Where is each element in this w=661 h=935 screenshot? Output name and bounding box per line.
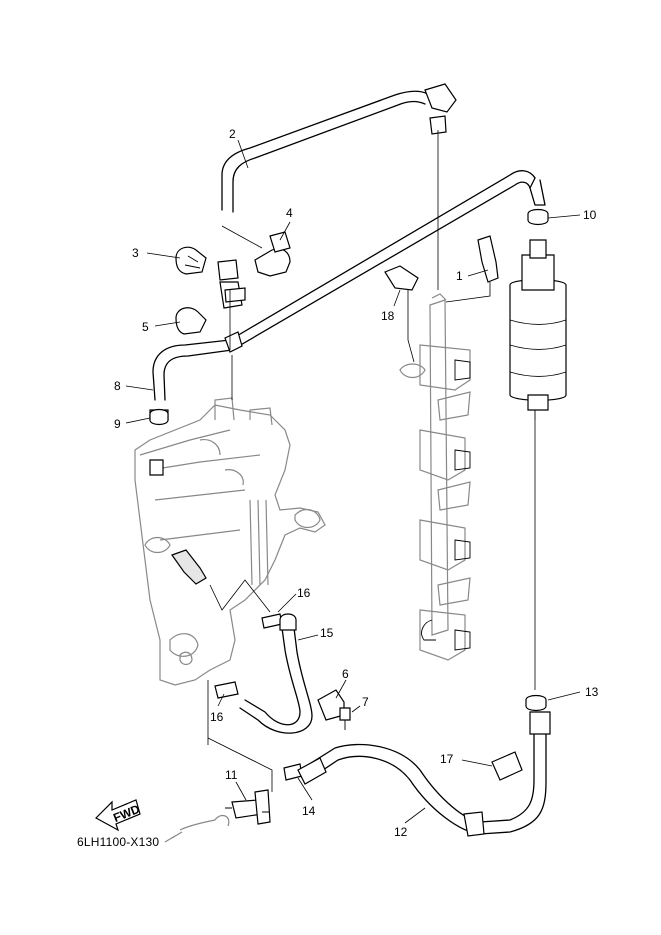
hose-2 <box>221 83 457 213</box>
diagram-code: 6LH1100-X130 <box>77 835 159 849</box>
callout-12: 12 <box>394 825 408 839</box>
fuel-pump <box>509 239 567 420</box>
fuel-rail <box>399 293 471 661</box>
callout-11: 11 <box>225 768 238 782</box>
callout-8: 8 <box>114 379 121 393</box>
hose-8 <box>149 170 546 421</box>
hose-15 <box>239 613 313 734</box>
callout-1: 1 <box>456 269 463 283</box>
callout-16-upper: 16 <box>297 586 311 600</box>
callout-3: 3 <box>132 246 139 260</box>
callout-6: 6 <box>342 667 349 681</box>
fwd-label: FWD <box>111 802 142 825</box>
callout-4: 4 <box>286 206 293 220</box>
callout-9: 9 <box>114 417 121 431</box>
callout-16-lower: 16 <box>210 710 224 724</box>
callout-2: 2 <box>229 127 236 141</box>
callout-labels: 2 3 4 5 8 9 10 1 18 13 6 7 16 15 16 11 1… <box>114 127 599 839</box>
callout-5: 5 <box>142 320 149 334</box>
reference-lines <box>207 130 536 792</box>
callout-13: 13 <box>585 685 599 699</box>
callout-7: 7 <box>362 695 369 709</box>
fwd-arrow: FWD <box>95 799 142 832</box>
callout-10: 10 <box>583 208 597 222</box>
callout-15: 15 <box>320 626 334 640</box>
callout-18: 18 <box>381 309 395 323</box>
callout-17: 17 <box>440 752 454 766</box>
callout-leaders <box>125 139 581 824</box>
clips <box>149 208 549 781</box>
callout-14: 14 <box>302 804 316 818</box>
engine-block <box>134 397 326 686</box>
t-fitting-11 <box>164 789 271 843</box>
hose-12 <box>297 711 551 837</box>
